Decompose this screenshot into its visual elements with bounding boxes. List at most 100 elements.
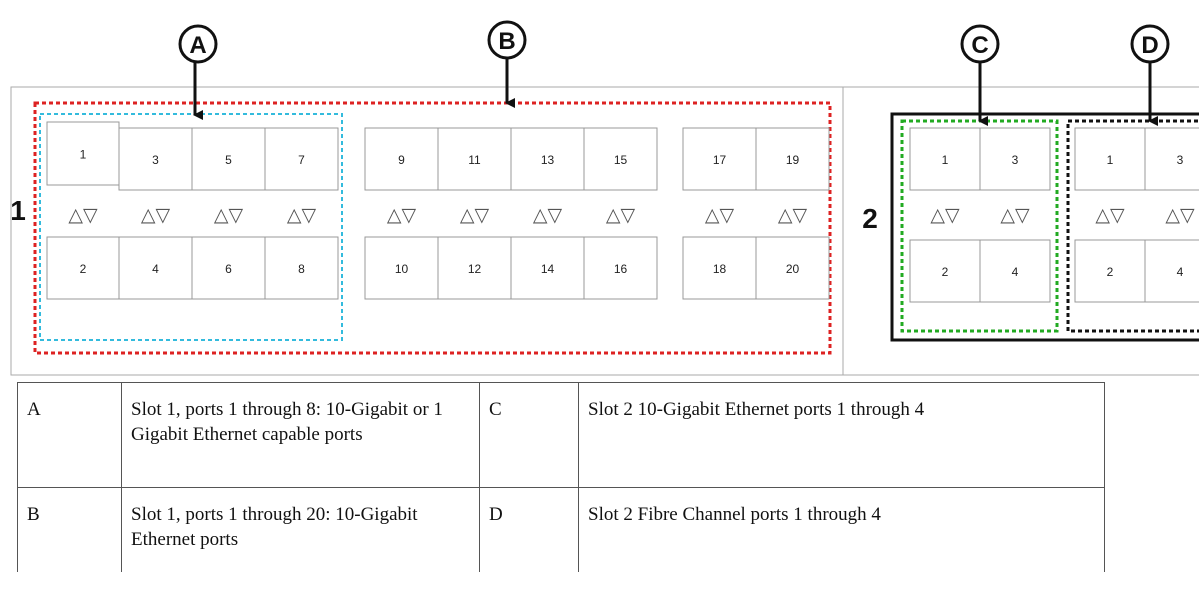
port-box <box>510 127 585 191</box>
status-arrows-icon: △▽ <box>387 204 417 226</box>
port: 1 <box>46 121 120 186</box>
port-box <box>583 127 658 191</box>
port: 14 <box>510 236 585 300</box>
port-box <box>755 236 830 300</box>
port-number: 2 <box>80 262 87 276</box>
port: 12 <box>437 236 512 300</box>
port-number: 16 <box>614 262 628 276</box>
port-box <box>118 127 193 191</box>
callout-a-label: A <box>189 32 206 59</box>
port-box <box>191 127 266 191</box>
legend-key: A <box>17 382 122 488</box>
port-number: 4 <box>152 262 159 276</box>
port-number: 15 <box>614 153 628 167</box>
port: 19 <box>755 127 830 191</box>
port-box <box>909 239 981 303</box>
port-box <box>979 239 1051 303</box>
port: 1 <box>1074 127 1146 191</box>
port-box <box>264 127 339 191</box>
slot-2-module <box>842 86 1199 376</box>
port: 20 <box>755 236 830 300</box>
port-box <box>1074 127 1146 191</box>
port-box <box>118 236 193 300</box>
port-box <box>264 236 339 300</box>
status-arrows-icon: △▽ <box>533 204 563 226</box>
port-number: 2 <box>942 265 949 279</box>
port: 16 <box>583 236 658 300</box>
port-number: 11 <box>468 153 481 167</box>
port-number: 13 <box>541 153 555 167</box>
port-number: 18 <box>713 262 727 276</box>
status-arrows-icon: △▽ <box>141 204 171 226</box>
group-d-outline <box>1066 119 1199 333</box>
port: 8 <box>264 236 339 300</box>
status-arrows-icon: △▽ <box>214 204 244 226</box>
status-arrows-icon: △▽ <box>606 204 636 226</box>
slot-1-label: 1 <box>10 195 26 226</box>
port-number: 1 <box>1107 153 1114 167</box>
legend-key: B <box>17 487 122 572</box>
port: 4 <box>118 236 193 300</box>
callout-b-label: B <box>498 28 515 55</box>
status-arrows-icon: △▽ <box>1000 204 1030 226</box>
port-number: 20 <box>786 262 800 276</box>
port-number: 4 <box>1012 265 1019 279</box>
port-number: 7 <box>298 153 305 167</box>
port-number: 17 <box>713 153 727 167</box>
port: 7 <box>264 127 339 191</box>
port-box <box>1144 127 1199 191</box>
legend-description: Slot 2 10-Gigabit Ethernet ports 1 throu… <box>578 382 1105 488</box>
port: 13 <box>510 127 585 191</box>
legend-description: Slot 1, ports 1 through 8: 10-Gigabit or… <box>121 382 480 488</box>
port-box <box>979 127 1051 191</box>
port: 3 <box>979 127 1051 191</box>
port-box <box>682 236 757 300</box>
legend-key: D <box>479 487 579 572</box>
port-diagram: 123456789101112131415161718192012341234 … <box>10 20 1199 376</box>
port: 11 <box>437 127 512 191</box>
legend-key: C <box>479 382 579 488</box>
callout-a: A <box>178 24 218 120</box>
callout-d: D <box>1130 24 1170 126</box>
port: 3 <box>118 127 193 191</box>
port-number: 3 <box>1012 153 1019 167</box>
status-arrows-icon: △▽ <box>68 204 98 226</box>
port: 18 <box>682 236 757 300</box>
port: 4 <box>1144 239 1199 303</box>
port-box <box>437 236 512 300</box>
port-number: 4 <box>1177 265 1184 279</box>
port-box <box>755 127 830 191</box>
slot-2-label: 2 <box>862 203 878 234</box>
callout-d-label: D <box>1141 32 1158 59</box>
status-arrows-icon: △▽ <box>778 204 808 226</box>
port: 3 <box>1144 127 1199 191</box>
port-box <box>437 127 512 191</box>
status-arrows-icon: △▽ <box>705 204 735 226</box>
slot-2-port-frame <box>890 112 1199 342</box>
port: 15 <box>583 127 658 191</box>
port-number: 2 <box>1107 265 1114 279</box>
port-box <box>909 127 981 191</box>
callout-b: B <box>487 20 527 108</box>
port-number: 9 <box>398 153 405 167</box>
port-number: 1 <box>80 148 87 162</box>
status-arrows-icon: △▽ <box>1095 204 1125 226</box>
port: 5 <box>191 127 266 191</box>
legend-row: B Slot 1, ports 1 through 20: 10-Gigabit… <box>17 487 1105 572</box>
port-number: 19 <box>786 153 800 167</box>
port: 2 <box>1074 239 1146 303</box>
group-a-outline <box>39 113 343 341</box>
port-number: 8 <box>298 262 305 276</box>
legend-description: Slot 1, ports 1 through 20: 10-Gigabit E… <box>121 487 480 572</box>
port: 1 <box>909 127 981 191</box>
port: 9 <box>364 127 439 191</box>
port: 17 <box>682 127 757 191</box>
port: 2 <box>46 236 120 300</box>
status-arrows-icon: △▽ <box>287 204 317 226</box>
port-box <box>510 236 585 300</box>
legend-row: A Slot 1, ports 1 through 8: 10-Gigabit … <box>17 382 1105 488</box>
group-b-outline <box>33 101 832 355</box>
port-number: 3 <box>152 153 159 167</box>
status-arrows-icon: △▽ <box>1165 204 1195 226</box>
port-box <box>46 236 120 300</box>
